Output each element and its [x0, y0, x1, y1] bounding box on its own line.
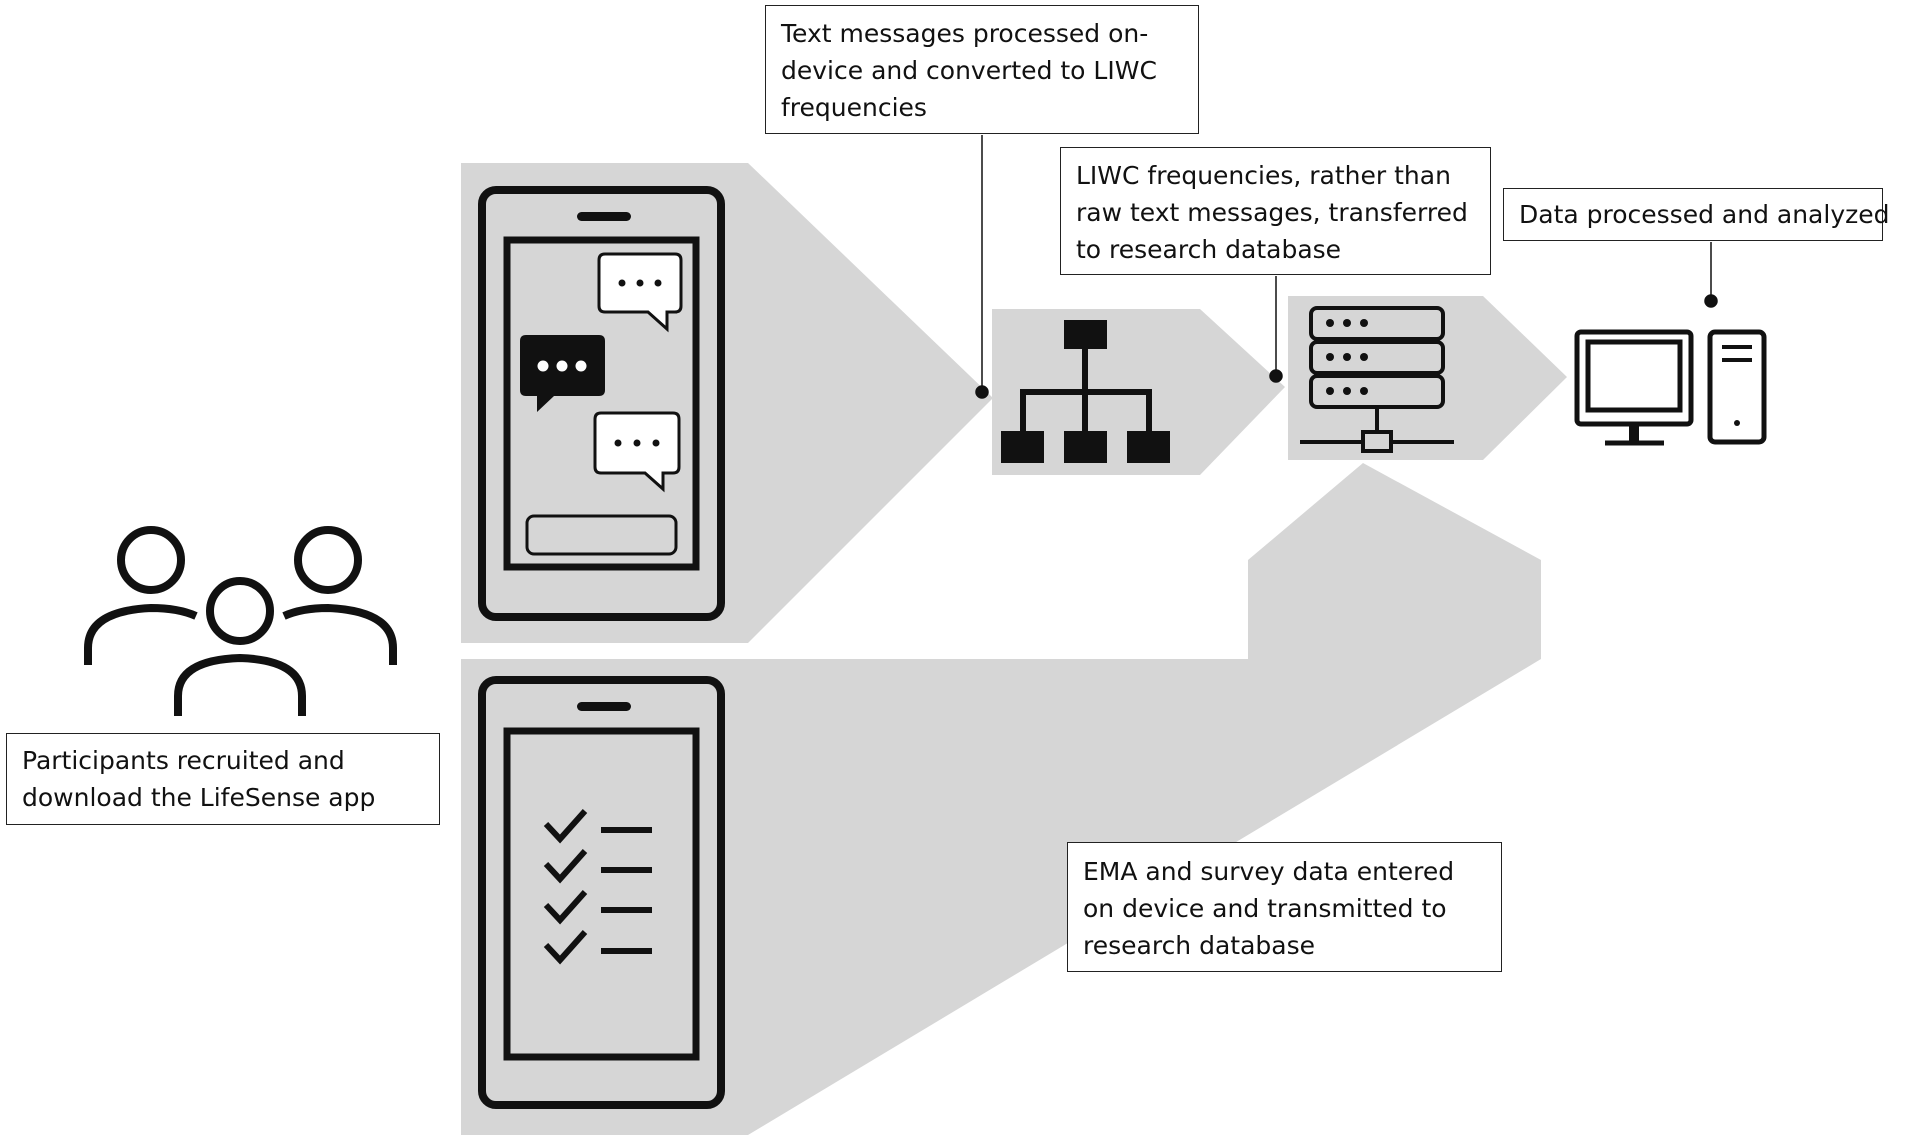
server-led [1343, 387, 1351, 395]
label-line: research database [1083, 931, 1316, 960]
dot [537, 360, 549, 372]
person-head-right [294, 526, 362, 594]
band-survey-to-database [461, 463, 1541, 1135]
leader-dot-text-processed [975, 385, 989, 399]
phone-body [478, 676, 725, 1109]
check-mark [543, 930, 588, 965]
leader-dot-analyzed [1704, 294, 1718, 308]
label-line: Data processed and analyzed [1519, 200, 1890, 229]
smartphone-checklist-icon [478, 676, 725, 1109]
tower-button [1734, 420, 1740, 426]
node-left [1001, 431, 1044, 463]
person-body-right [282, 603, 397, 665]
hierarchy-lines [1020, 349, 1152, 431]
server-database-icon [1300, 306, 1454, 453]
person-head-center [206, 577, 274, 645]
dot [652, 439, 660, 447]
dot [575, 360, 587, 372]
label-line: Participants recruited and [22, 746, 345, 775]
label-line: on device and transmitted to [1083, 894, 1447, 923]
phone-speaker [577, 702, 631, 711]
label-line: device and converted to LIWC [781, 56, 1157, 85]
server-unit [1309, 306, 1445, 341]
phone-screen [503, 727, 700, 1061]
desktop-computer-icon [1574, 329, 1767, 446]
label-line: raw text messages, transferred [1076, 198, 1468, 227]
server-led [1343, 353, 1351, 361]
label-ema-survey: EMA and survey data entered on device an… [1067, 842, 1502, 972]
server-led [1326, 353, 1334, 361]
phone-speaker [577, 212, 631, 221]
label-line: EMA and survey data entered [1083, 857, 1455, 886]
chat-bubble-top [597, 252, 683, 333]
flow-bands [461, 163, 1567, 1135]
label-participants: Participants recruited and download the … [6, 733, 440, 825]
label-data-analyzed: Data processed and analyzed [1503, 188, 1890, 241]
person-head-left [117, 526, 185, 594]
monitor-screen [1585, 339, 1683, 413]
label-line: frequencies [781, 93, 927, 122]
dot [556, 360, 568, 372]
server-led [1343, 319, 1351, 327]
message-input-bar [525, 514, 678, 556]
server-led [1360, 319, 1368, 327]
phone-screen [503, 236, 700, 571]
server-led [1326, 387, 1334, 395]
dot [633, 439, 641, 447]
phone-body [478, 186, 725, 621]
leader-dot-liwc-transfer [1269, 369, 1283, 383]
network-node [1361, 430, 1393, 453]
chat-bubble-filled [520, 335, 605, 412]
label-text-processed: Text messages processed on- device and c… [765, 5, 1199, 134]
label-line: download the LifeSense app [22, 783, 376, 812]
label-line: to research database [1076, 235, 1342, 264]
check-mark [543, 849, 588, 884]
label-liwc-transfer: LIWC frequencies, rather than raw text m… [1060, 147, 1491, 275]
node-top [1064, 320, 1107, 349]
checklist [543, 809, 652, 965]
server-led [1360, 353, 1368, 361]
connector [1020, 389, 1152, 431]
people-group-icon [84, 526, 397, 716]
node-middle [1064, 431, 1107, 463]
tower [1707, 329, 1767, 445]
node-right [1127, 431, 1170, 463]
check-mark [543, 890, 588, 925]
label-line: LIWC frequencies, rather than [1076, 161, 1451, 190]
person-body-center [174, 653, 306, 716]
hierarchy-network-icon [1001, 320, 1170, 463]
smartphone-chat-icon [478, 186, 725, 621]
dot [614, 439, 622, 447]
server-led [1360, 387, 1368, 395]
dot [618, 279, 626, 287]
leader-lines [975, 135, 1718, 399]
chat-bubble-bottom [593, 411, 681, 493]
server-unit [1309, 340, 1445, 375]
dot [654, 279, 662, 287]
dot [636, 279, 644, 287]
label-line: Text messages processed on- [781, 19, 1149, 48]
check-mark [543, 809, 588, 844]
person-body-left [84, 603, 198, 665]
server-led [1326, 319, 1334, 327]
band-phone-to-processing [461, 163, 993, 643]
